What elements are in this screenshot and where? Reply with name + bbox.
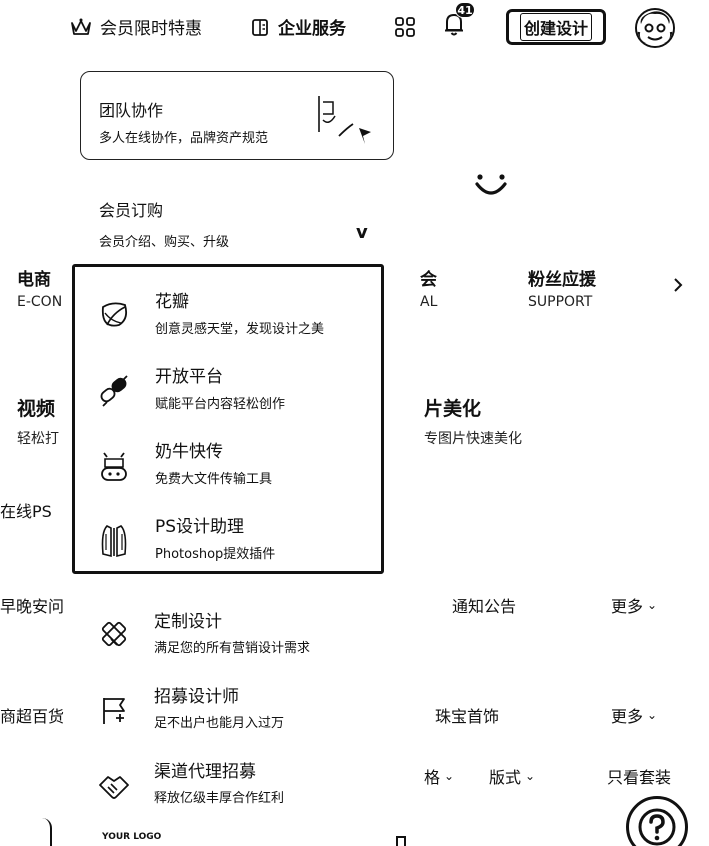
tab-supermarket[interactable]: 商超百货	[0, 707, 65, 726]
category-fan-support-sub: SUPPORT	[528, 294, 593, 310]
team-collaboration-card[interactable]: 团队协作 多人在线协作，品牌资产规范	[80, 71, 394, 160]
custom-design-icon	[101, 621, 127, 647]
service-subtitle: 足不出户也能月入过万	[154, 716, 285, 731]
notification-button[interactable]	[442, 10, 466, 38]
online-ps-link[interactable]: 在线PS	[0, 502, 52, 521]
handshake-icon	[99, 776, 129, 799]
price-filter[interactable]: 格 ⌄	[424, 764, 454, 788]
product-subtitle: 赋能平台内容轻松创作	[155, 397, 286, 412]
chevron-down-icon: ⌄	[525, 769, 536, 783]
layout-filter[interactable]: 版式 ⌄	[489, 764, 535, 788]
top-navigation-bar: 会员限时特惠 企业服务 41 创建设计	[0, 0, 709, 56]
bell-icon	[445, 13, 463, 36]
membership-title: 会员订购	[99, 201, 164, 220]
team-collaboration-title: 团队协作	[99, 101, 164, 120]
service-item-custom-design[interactable]: 定制设计 满足您的所有营销设计需求	[72, 607, 384, 681]
avatar-face-icon	[637, 10, 673, 46]
product-subtitle: Photoshop提效插件	[155, 547, 276, 562]
cow-icon	[101, 452, 127, 481]
product-item-open-platform[interactable]: 开放平台 赋能平台内容轻松创作	[75, 362, 381, 436]
service-title: 定制设计	[154, 612, 222, 632]
product-subtitle: 免费大文件传输工具	[155, 472, 273, 487]
product-subtitle: 创意灵感天堂，发现设计之美	[155, 322, 325, 337]
template-card-edge	[36, 818, 52, 846]
petal-icon	[101, 302, 128, 327]
product-list-box: 花瓣 创意灵感天堂，发现设计之美 开放平台 赋能平台内容轻松创作 奶牛快传 免费…	[72, 264, 384, 574]
category-fan-support-title[interactable]: 粉丝应援	[528, 270, 596, 290]
product-item-ps-assistant[interactable]: PS设计助理 Photoshop提效插件	[75, 512, 381, 586]
user-avatar[interactable]	[635, 8, 675, 48]
create-design-label: 创建设计	[519, 13, 592, 41]
category-video-sub: 轻松打	[17, 431, 59, 447]
category-mid-sub: AL	[420, 294, 438, 310]
service-subtitle: 满足您的所有营销设计需求	[154, 641, 311, 656]
more-label-1: 更多	[611, 597, 644, 616]
chevron-down-icon: ⌄	[647, 598, 658, 612]
product-title: 奶牛快传	[155, 442, 223, 462]
service-title: 招募设计师	[154, 687, 239, 707]
collaboration-illustration-icon	[318, 96, 371, 144]
team-collaboration-subtitle: 多人在线协作，品牌资产规范	[99, 131, 269, 146]
help-button[interactable]	[626, 796, 688, 846]
service-item-channel-agent[interactable]: 渠道代理招募 释放亿级丰厚合作红利	[72, 757, 384, 831]
price-filter-label: 格	[424, 768, 441, 787]
chevron-right-icon[interactable]	[672, 277, 684, 293]
product-item-cow-transfer[interactable]: 奶牛快传 免费大文件传输工具	[75, 437, 381, 511]
open-platform-icon	[100, 375, 128, 407]
more-button-1[interactable]: 更多 ⌄	[611, 593, 657, 617]
service-subtitle: 释放亿级丰厚合作红利	[154, 791, 285, 806]
question-mark-icon	[638, 808, 676, 846]
tab-jewelry[interactable]: 珠宝首饰	[435, 707, 500, 726]
product-title: 开放平台	[155, 367, 223, 387]
category-video-title[interactable]: 视频	[17, 398, 56, 420]
enterprise-service-link[interactable]: 企业服务	[250, 14, 346, 39]
recruit-flag-icon	[103, 698, 125, 724]
product-title: PS设计助理	[155, 517, 245, 537]
crown-icon	[71, 18, 91, 35]
ps-assistant-icon	[101, 525, 127, 558]
chevron-down-icon: ⌄	[444, 769, 455, 783]
category-ecommerce-title[interactable]: 电商	[17, 270, 51, 290]
category-mid-title[interactable]: 会	[420, 270, 437, 290]
vip-offer-label: 会员限时特惠	[100, 19, 202, 39]
tab-notice[interactable]: 通知公告	[452, 597, 517, 616]
service-item-recruit-designer[interactable]: 招募设计师 足不出户也能月入过万	[72, 682, 384, 756]
category-ecommerce-sub: E-CON	[17, 294, 63, 310]
notification-count-badge: 41	[455, 2, 475, 18]
only-sets-toggle[interactable]: 只看套装	[607, 768, 672, 787]
layout-filter-label: 版式	[489, 768, 522, 787]
template-card-corner	[396, 836, 406, 846]
service-title: 渠道代理招募	[154, 762, 256, 782]
template-logo-text: YOUR LOGO	[102, 832, 162, 842]
create-design-button[interactable]: 创建设计	[506, 9, 606, 45]
building-icon	[252, 18, 268, 36]
tab-morning-night[interactable]: 早晚安问	[0, 597, 65, 616]
membership-menu-item[interactable]: 会员订购 会员介绍、购买、升级	[99, 197, 229, 250]
more-button-2[interactable]: 更多 ⌄	[611, 703, 657, 727]
apps-grid-button[interactable]	[394, 16, 416, 38]
enterprise-service-label: 企业服务	[278, 19, 346, 39]
product-title: 花瓣	[155, 292, 189, 312]
collapse-chevron-icon[interactable]: v	[356, 222, 368, 243]
grid-icon	[395, 17, 415, 37]
membership-subtitle: 会员介绍、购买、升级	[99, 235, 230, 250]
category-photo-title[interactable]: 片美化	[424, 398, 482, 420]
vip-offer-link[interactable]: 会员限时特惠	[70, 14, 202, 39]
chevron-down-icon: ⌄	[647, 708, 658, 722]
more-label-2: 更多	[611, 707, 644, 726]
category-photo-sub: 专图片快速美化	[424, 431, 522, 447]
smile-icon	[475, 174, 507, 195]
product-item-huaban[interactable]: 花瓣 创意灵感天堂，发现设计之美	[75, 287, 381, 361]
